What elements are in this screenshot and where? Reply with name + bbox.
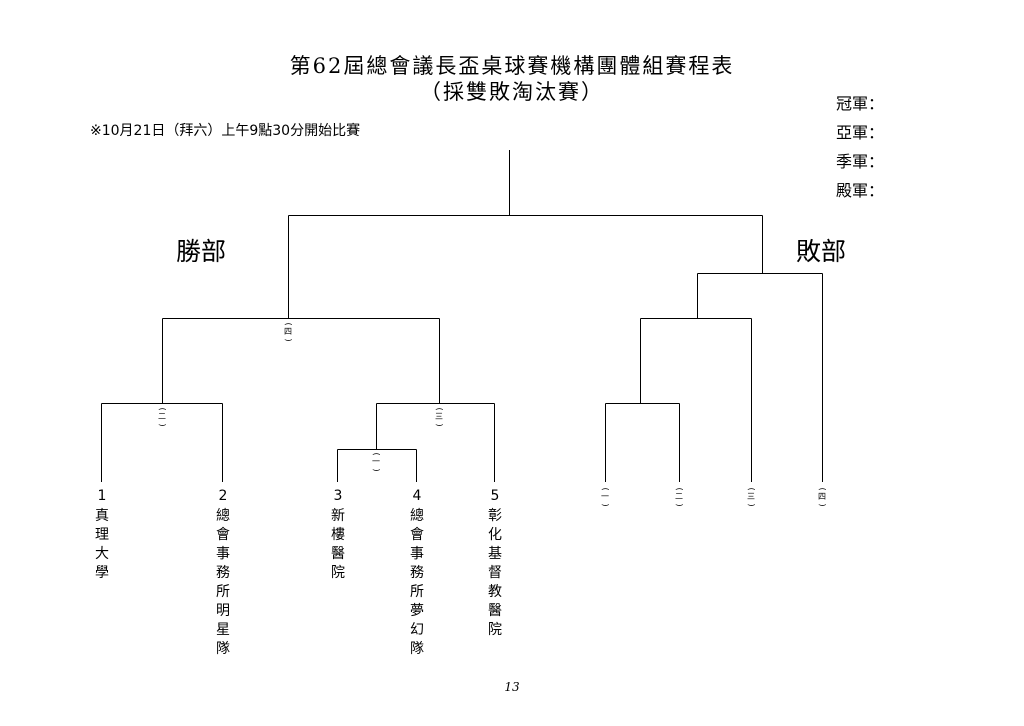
team-1-name: 真理大學 (95, 508, 109, 581)
team-4-seed: 4 (412, 488, 422, 504)
final-line (288, 150, 763, 318)
page-subtitle: （採雙敗淘汰賽） (420, 80, 604, 104)
winners-match-4-marker: 四 (283, 320, 293, 344)
winners-match-3-marker: 三 (434, 405, 444, 429)
team-5-name: 彰化基督教醫院 (488, 508, 502, 638)
losers-slot-2-marker: 二 (674, 485, 684, 509)
champion-label: 冠軍： (836, 94, 885, 113)
losers-slot-3-marker: 三 (746, 485, 756, 509)
third-place-label: 季軍： (836, 152, 885, 171)
team-2-seed: 2 (218, 488, 228, 504)
team-3-seed: 3 (333, 488, 343, 504)
fourth-place-label: 殿軍： (836, 181, 885, 200)
page-title: 第62屆總會議長盃桌球賽機構團體組賽程表 (289, 54, 735, 78)
losers-first-line (605, 403, 680, 482)
team-3-name: 新樓醫院 (331, 508, 345, 581)
schedule-note: ※10月21日（拜六）上午9點30分開始比賽 (90, 123, 361, 139)
losers-slot-4-marker: 四 (817, 485, 827, 509)
losers-final-line (697, 273, 823, 482)
winners-semifinal-line (162, 318, 440, 403)
losers-slot-1-marker: 一 (600, 485, 610, 509)
team-5-seed: 5 (490, 488, 500, 504)
runner-up-label: 亞軍： (836, 123, 885, 142)
winners-match-2-marker: 二 (157, 405, 167, 429)
winners-match-1-marker: 一 (371, 450, 381, 474)
team-1-seed: 1 (97, 488, 107, 504)
losers-bracket-label: 敗部 (796, 237, 847, 266)
losers-semifinal-line (640, 318, 752, 482)
team-4-name: 總會事務所夢幻隊 (410, 508, 424, 657)
team-2-name: 總會事務所明星隊 (216, 508, 230, 657)
winners-bracket-label: 勝部 (176, 237, 227, 266)
page-number: 13 (504, 680, 520, 694)
